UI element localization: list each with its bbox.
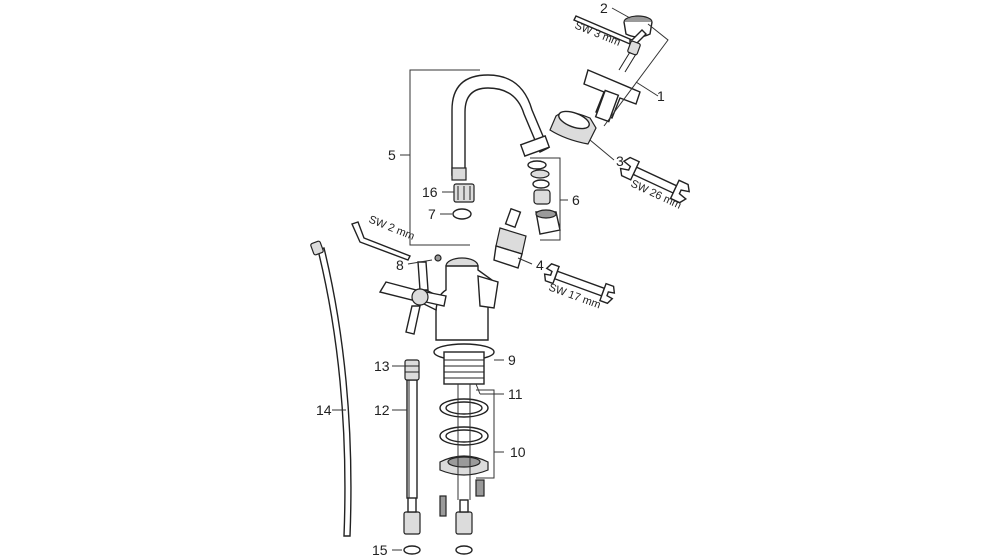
label-sw3: SW 3 mm xyxy=(573,20,622,49)
supply-pipe-part-12 xyxy=(406,379,418,499)
callout-13: 13 xyxy=(374,358,390,374)
callout-8: 8 xyxy=(396,257,404,273)
handle-part-1 xyxy=(583,69,641,123)
cartridge-part-4 xyxy=(493,207,527,269)
bracket-10 xyxy=(476,389,495,479)
bracket-6 xyxy=(530,157,561,241)
washer-part-15-right xyxy=(455,545,473,555)
callout-10: 10 xyxy=(510,444,526,460)
o-ring-part-7 xyxy=(452,208,472,220)
callout-1: 1 xyxy=(657,88,665,104)
callout-3: 3 xyxy=(616,153,624,169)
callout-4: 4 xyxy=(536,257,544,273)
pull-rod-part-14 xyxy=(310,240,352,537)
callout-11: 11 xyxy=(508,386,523,402)
screw-part xyxy=(618,40,641,73)
wrench-sw26 xyxy=(619,156,691,204)
hex-key-sw2 xyxy=(351,221,411,261)
cartridge-group-6 xyxy=(527,160,561,235)
washer-part-15-left xyxy=(403,545,421,555)
valve-body xyxy=(423,257,499,341)
callout-7: 7 xyxy=(428,206,436,222)
label-sw2: SW 2 mm xyxy=(367,214,416,243)
callout-2: 2 xyxy=(600,0,608,16)
connection-nut-right xyxy=(455,499,473,535)
spout-part xyxy=(451,74,551,181)
set-screw-part-8 xyxy=(434,254,442,262)
thread-part-9 xyxy=(433,343,495,385)
cross-handle xyxy=(378,261,447,335)
callout-9: 9 xyxy=(508,352,516,368)
pipe-tip-part-13 xyxy=(404,359,420,381)
callout-12: 12 xyxy=(374,402,390,418)
connection-nut-left xyxy=(403,495,421,535)
callout-16: 16 xyxy=(422,184,438,200)
wrench-sw17 xyxy=(543,263,616,305)
callout-6: 6 xyxy=(572,192,580,208)
bracket-1 xyxy=(603,23,669,127)
callout-15: 15 xyxy=(372,542,388,558)
bracket-5 xyxy=(409,69,480,155)
bolt-part xyxy=(439,495,447,517)
bonnet-part-3 xyxy=(549,110,597,145)
mounting-set-10 xyxy=(439,398,489,497)
callout-14: 14 xyxy=(316,402,332,418)
callout-5: 5 xyxy=(388,147,396,163)
nut-part-16 xyxy=(453,183,475,203)
